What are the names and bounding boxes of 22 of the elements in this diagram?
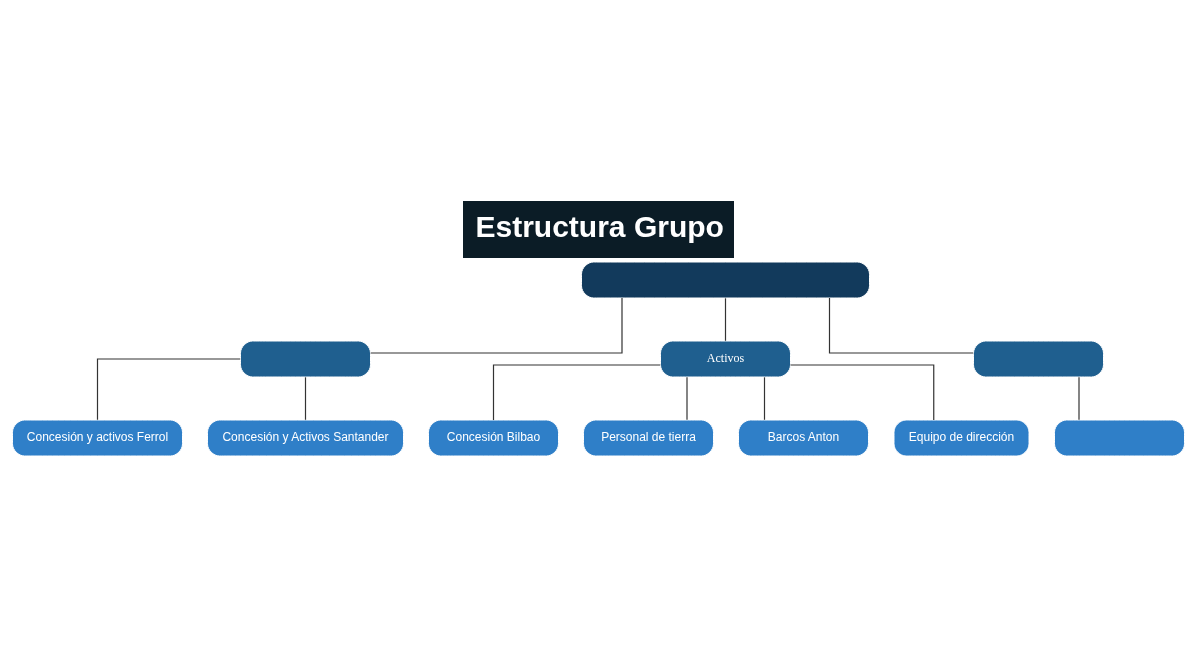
node-box: Equipo de dirección [893,419,1030,457]
connector [370,297,623,354]
connector [304,376,307,421]
connector [828,297,974,354]
connector [789,364,935,421]
node-box [973,340,1104,378]
node-box: Personal de tierra [583,419,714,457]
node-box: Concesión Bilbao [428,419,559,457]
connector [724,297,727,342]
connector [492,364,661,421]
node-box [240,340,371,378]
node-box: Activos [660,340,791,378]
node-box [581,261,870,299]
node-box: Barcos Anton [738,419,869,457]
node-box [1054,419,1185,457]
connector [763,376,766,421]
connector [96,358,241,421]
connector [686,376,688,421]
diagram-title: Estructura Grupo [475,209,724,243]
node-box: Concesión y Activos Santander [207,419,404,457]
node-box: Concesión y activos Ferrol [12,419,183,457]
connector [1078,376,1080,421]
